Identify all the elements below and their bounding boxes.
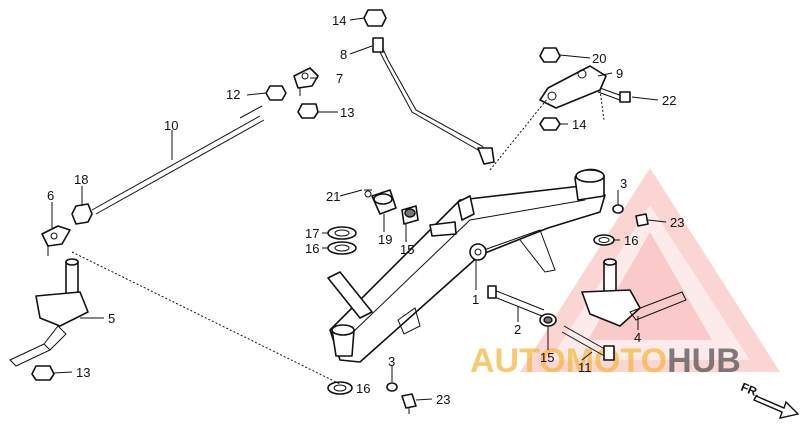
reference-lines	[71, 89, 605, 385]
tie-rod-end-lower	[41, 225, 71, 256]
callout-12: 12	[226, 87, 240, 102]
steering-arm	[539, 65, 607, 109]
callout-23-lower: 23	[436, 392, 450, 407]
knuckle-left	[9, 258, 89, 367]
callout-20: 20	[592, 51, 606, 66]
callout-22: 22	[662, 93, 676, 108]
hardware	[31, 9, 649, 414]
drag-link-rod	[372, 37, 495, 165]
callout-4: 4	[634, 330, 641, 345]
callout-9: 9	[616, 66, 623, 81]
tie-rod-end-upper	[293, 67, 319, 96]
leader-lines	[51, 17, 667, 401]
callout-10: 10	[164, 118, 178, 133]
callout-16-upper: 16	[305, 241, 319, 256]
callout-7: 7	[336, 71, 343, 86]
front-label: FR.	[739, 380, 762, 400]
callout-16-right: 16	[624, 233, 638, 248]
callout-19: 19	[378, 232, 392, 247]
callout-13-lower: 13	[76, 365, 90, 380]
callout-3-upper: 3	[620, 176, 627, 191]
callout-14-right: 14	[572, 117, 586, 132]
callout-23-upper: 23	[670, 215, 684, 230]
callout-15-upper: 15	[400, 242, 414, 257]
callouts: 14 8 20 9 22 14 7 12 13 10 18 6 21 19 15…	[47, 13, 684, 407]
callout-16-lower: 16	[356, 381, 370, 396]
callout-1: 1	[472, 292, 479, 307]
callout-2: 2	[514, 322, 521, 337]
svg-text:AUTOMOTOHUB: AUTOMOTOHUB	[470, 342, 741, 380]
logo-word-auto: AUTO	[470, 342, 566, 380]
callout-13-upper: 13	[340, 105, 354, 120]
callout-11: 11	[578, 360, 592, 375]
front-arrow-icon	[753, 395, 800, 419]
callout-17: 17	[305, 226, 319, 241]
front-direction-indicator: FR.	[739, 380, 800, 419]
logo-word-hub: HUB	[667, 342, 741, 380]
callout-21: 21	[326, 189, 340, 204]
callout-18: 18	[74, 172, 88, 187]
callout-3-lower: 3	[388, 354, 395, 369]
bolt-22	[597, 87, 631, 103]
bolt-long	[561, 325, 615, 361]
callout-15-lower: 15	[540, 350, 554, 365]
pivot-bolt	[487, 285, 545, 317]
tie-rod	[91, 105, 265, 215]
callout-5: 5	[108, 311, 115, 326]
callout-8: 8	[340, 47, 347, 62]
callout-6: 6	[47, 188, 54, 203]
front-axle-frame	[327, 168, 606, 363]
knuckle-right	[581, 258, 687, 327]
callout-14-top: 14	[332, 13, 346, 28]
logo-word-moto: MOTO	[566, 342, 667, 380]
